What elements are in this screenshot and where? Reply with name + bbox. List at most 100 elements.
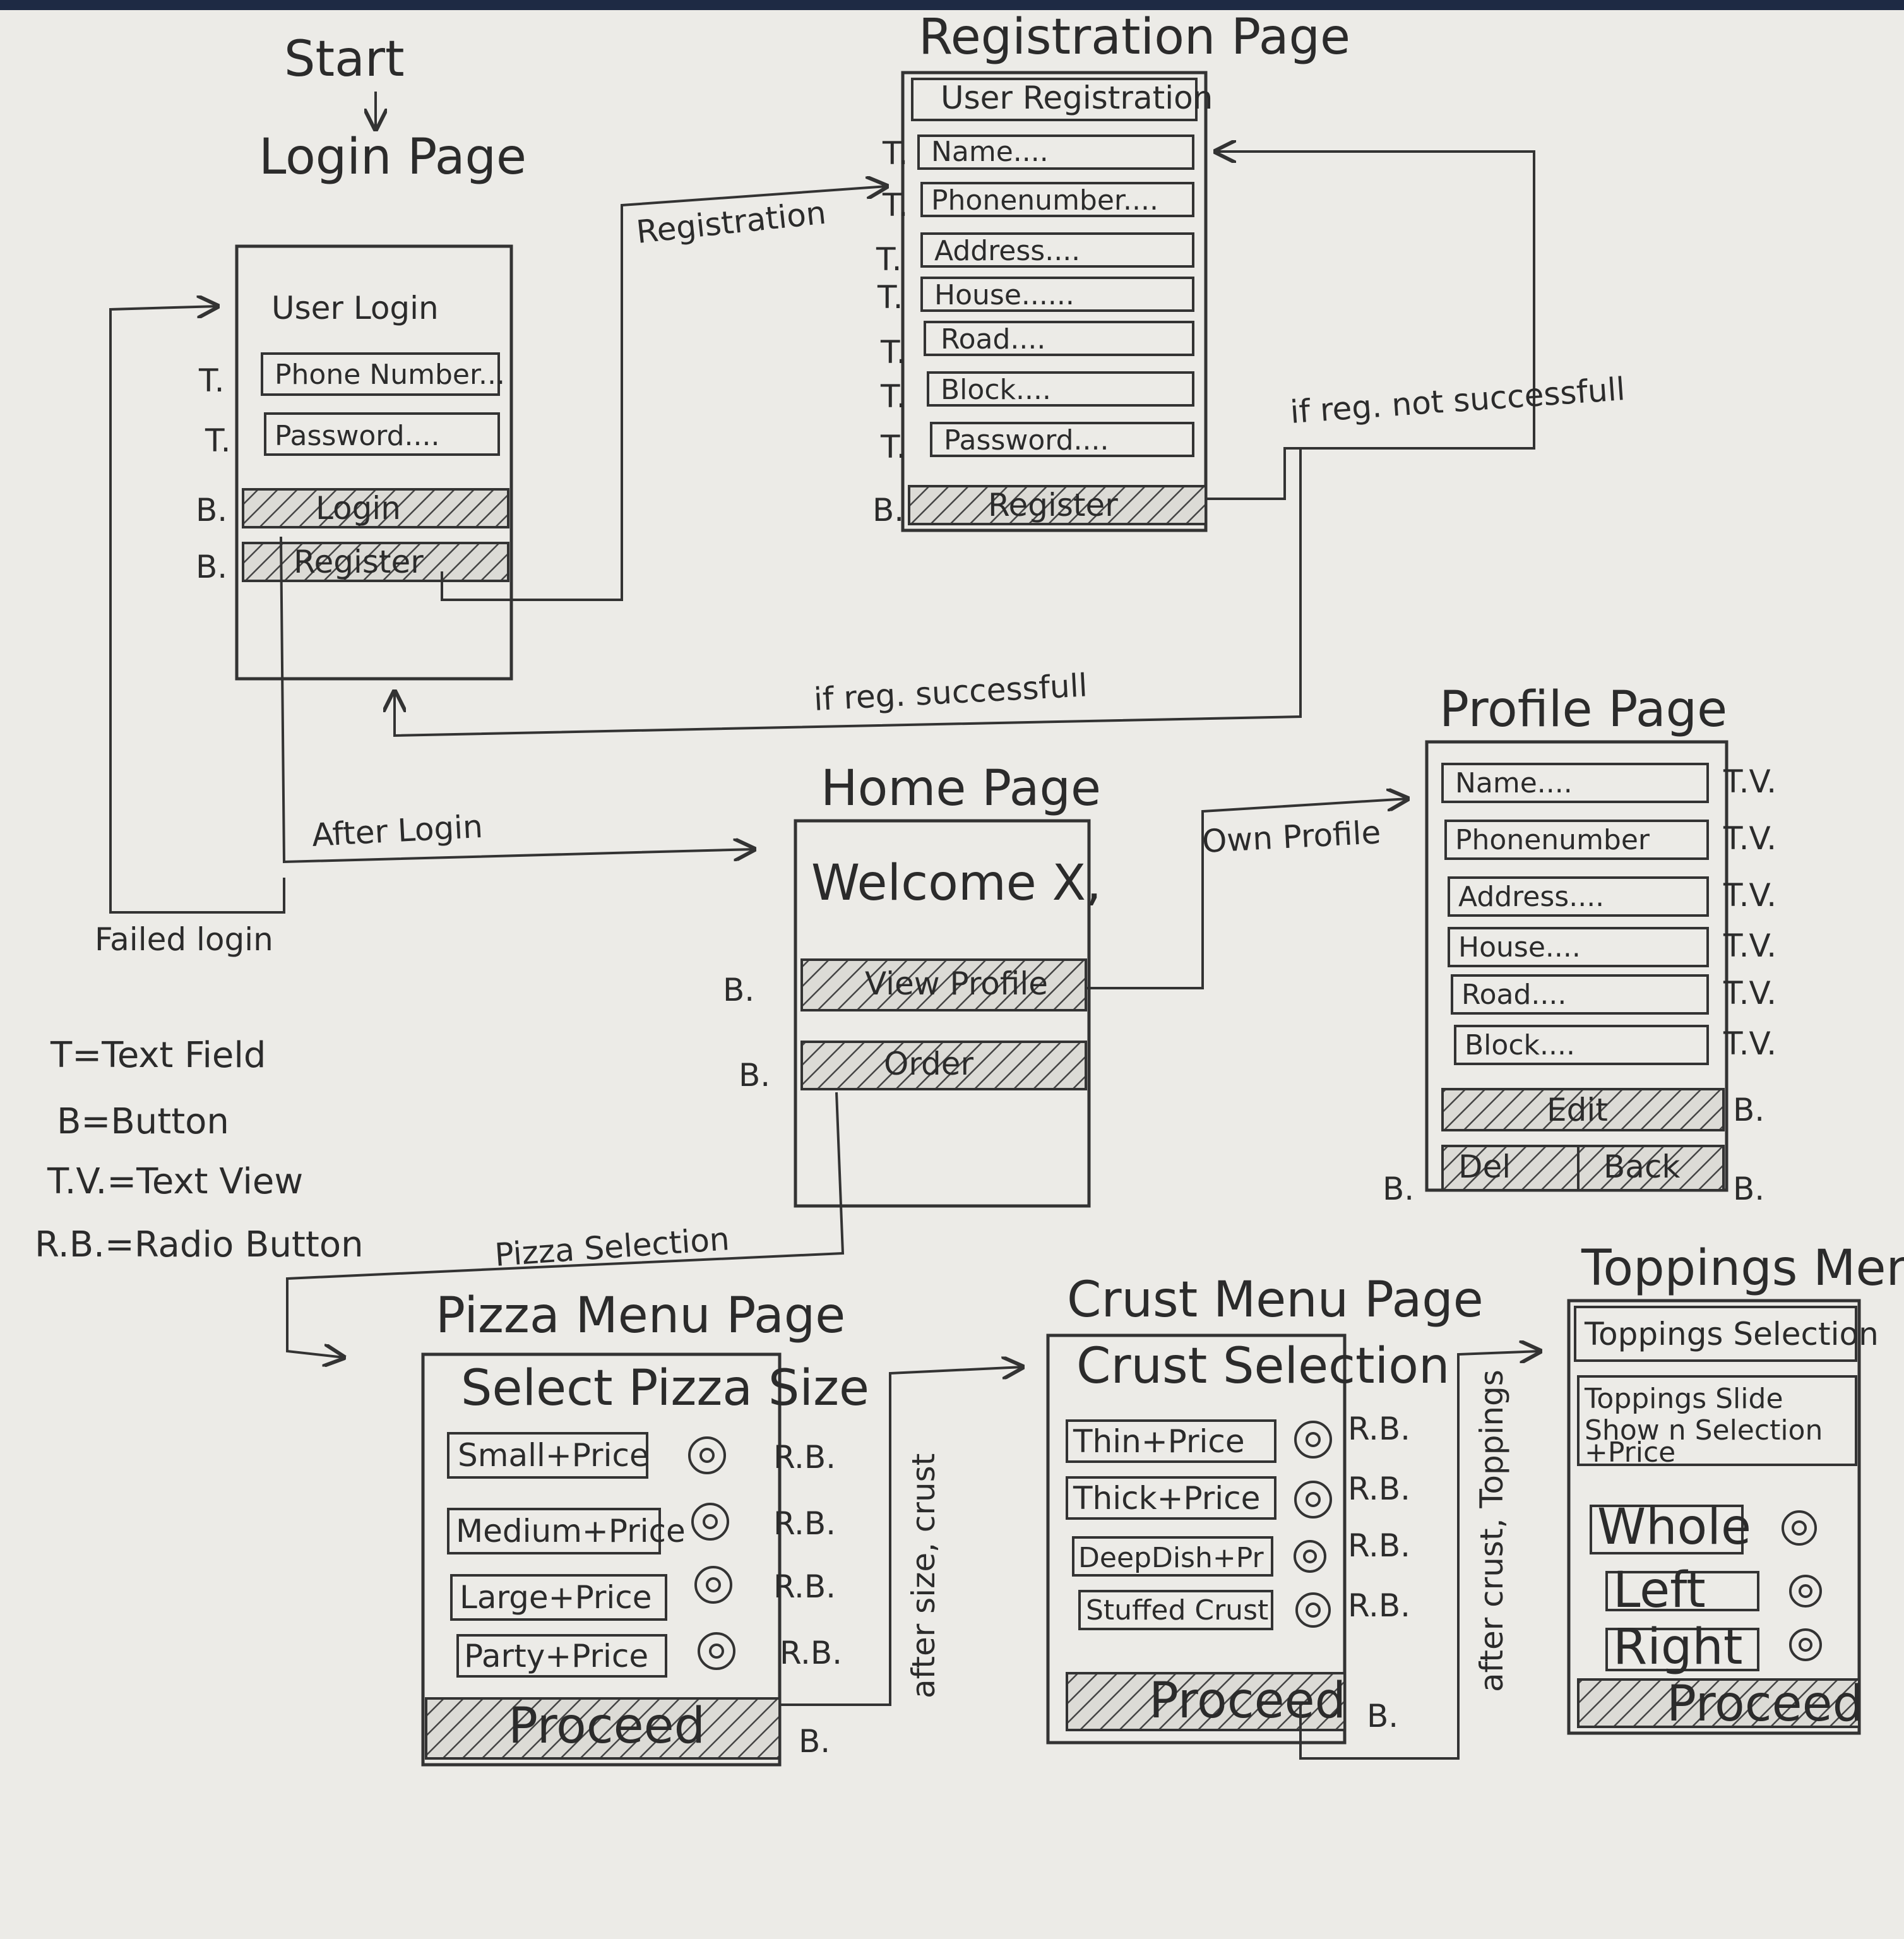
crust-header: Crust Selection — [1076, 1338, 1449, 1395]
after-size-crust-connector — [780, 1367, 1023, 1706]
crust-deepdish-radio[interactable] — [1294, 1540, 1326, 1573]
toppings-right-text: Right — [1613, 1619, 1742, 1676]
profile-page-frame: Name.... T.V. Phonenumber T.V. Address..… — [1383, 740, 1776, 1207]
toppings-left-radio[interactable] — [1789, 1575, 1822, 1608]
reg-name-field[interactable] — [917, 134, 1194, 170]
after-crust-toppings-connector — [1299, 1351, 1540, 1760]
reg-button-tag: B. — [872, 492, 904, 528]
toppings-header: Toppings Selection — [1584, 1316, 1879, 1352]
failed-login-connector — [109, 306, 285, 914]
profile-house-tag: T.V. — [1723, 928, 1776, 964]
profile-edit-button[interactable] — [1441, 1088, 1725, 1131]
legend-button: B=Button — [57, 1101, 229, 1142]
toppings-page-frame: Toppings Selection Toppings Slide Show n… — [1567, 1299, 1879, 1735]
start-label: Start — [284, 31, 405, 88]
pizza-medium-radio[interactable] — [691, 1503, 729, 1541]
profile-edit-label: Edit — [1547, 1092, 1608, 1128]
view-profile-button[interactable] — [800, 958, 1087, 1011]
reg-block-field[interactable] — [927, 371, 1194, 407]
password-field[interactable] — [264, 412, 500, 456]
pizza-proceed-tag: B. — [799, 1723, 830, 1760]
reg-house-field[interactable] — [920, 277, 1194, 312]
pizza-selection-connector — [286, 1092, 845, 1357]
profile-back-tag: B. — [1733, 1171, 1764, 1207]
reg-name-placeholder: Name.... — [931, 136, 1049, 168]
reg-road-field[interactable] — [924, 321, 1194, 356]
crust-stuffed-radio[interactable] — [1295, 1592, 1331, 1628]
order-button[interactable] — [800, 1041, 1087, 1090]
profile-del-button[interactable] — [1441, 1145, 1580, 1191]
register-button[interactable] — [242, 542, 509, 582]
profile-block-text: Block.... — [1465, 1029, 1575, 1061]
profile-back-button[interactable] — [1577, 1145, 1725, 1191]
profile-house-text: House.... — [1458, 931, 1581, 964]
home-page-title: Home Page — [821, 760, 1101, 817]
pizza-large-text: Large+Price — [460, 1579, 652, 1616]
order-tag: B. — [739, 1057, 770, 1094]
login-password-tag: T. — [205, 422, 231, 459]
toppings-proceed-button[interactable] — [1577, 1678, 1860, 1728]
toppings-left-text: Left — [1613, 1562, 1706, 1619]
toppings-whole-option — [1590, 1505, 1744, 1554]
crust-deepdish-option — [1072, 1536, 1273, 1577]
order-label: Order — [884, 1046, 974, 1082]
crust-stuffed-option — [1078, 1590, 1273, 1630]
pizza-large-radio-dot — [706, 1577, 721, 1592]
profile-name-text: Name.... — [1455, 767, 1573, 799]
registration-page-title: Registration Page — [919, 9, 1350, 66]
own-profile-connector — [1086, 799, 1408, 989]
login-header: User Login — [271, 290, 439, 326]
pizza-medium-tag: R.B. — [773, 1505, 836, 1542]
home-page-frame: Welcome X, B. View Profile B. Order — [723, 819, 1102, 1208]
crust-thick-text: Thick+Price — [1073, 1480, 1260, 1517]
after-size-crust-label: after size, crust — [905, 1453, 942, 1698]
crust-page-frame: Crust Selection Thin+Price R.B. Thick+Pr… — [1046, 1333, 1449, 1745]
crust-thin-text: Thin+Price — [1073, 1423, 1245, 1460]
crust-proceed-button[interactable] — [1066, 1672, 1346, 1731]
crust-page-title: Crust Menu Page — [1067, 1272, 1484, 1328]
profile-name-tag: T.V. — [1723, 763, 1776, 800]
password-placeholder: Password.... — [275, 420, 439, 452]
pizza-large-radio[interactable] — [694, 1566, 732, 1604]
phone-number-field[interactable] — [261, 352, 500, 396]
registration-connector — [441, 186, 887, 601]
login-page-frame: User Login T. Phone Number... T. Passwor… — [196, 244, 513, 681]
toppings-left-option — [1605, 1571, 1759, 1611]
reg-tag-2: T. — [882, 187, 908, 224]
reg-password-field[interactable] — [930, 422, 1194, 457]
crust-thin-radio[interactable] — [1294, 1421, 1332, 1459]
pizza-party-tag: R.B. — [780, 1635, 842, 1671]
crust-thin-tag: R.B. — [1348, 1411, 1410, 1447]
legend: T=Text Field B=Button T.V.=Text View R.B… — [35, 1035, 364, 1265]
toppings-whole-radio[interactable] — [1782, 1510, 1817, 1546]
crust-stuffed-tag: R.B. — [1348, 1587, 1410, 1624]
login-button[interactable] — [242, 488, 509, 528]
login-button-tag: B. — [196, 492, 227, 528]
reg-phone-field[interactable] — [920, 182, 1194, 217]
pizza-small-text: Small+Price — [458, 1437, 649, 1474]
toppings-slide-line-1: Toppings Slide — [1584, 1383, 1783, 1415]
pizza-small-option — [447, 1432, 648, 1479]
toppings-whole-radio-dot — [1792, 1520, 1807, 1536]
reg-tag-5: T. — [880, 334, 907, 371]
toppings-right-radio[interactable] — [1789, 1628, 1822, 1661]
after-crust-toppings-label: after crust, Toppings — [1473, 1369, 1510, 1692]
reg-address-field[interactable] — [920, 232, 1194, 268]
reg-tag-3: T. — [876, 241, 902, 278]
login-button-label: Login — [316, 490, 401, 527]
pizza-party-radio-dot — [709, 1644, 724, 1659]
crust-thick-radio[interactable] — [1294, 1481, 1332, 1518]
pizza-proceed-button[interactable] — [425, 1697, 781, 1760]
pizza-small-radio[interactable] — [688, 1436, 726, 1474]
pizza-medium-option — [447, 1508, 661, 1554]
toppings-right-radio-dot — [1799, 1638, 1812, 1652]
pizza-party-radio[interactable] — [698, 1632, 735, 1670]
profile-address-view — [1448, 876, 1709, 917]
reg-register-button[interactable] — [908, 485, 1207, 525]
view-profile-label: View Profile — [865, 965, 1048, 1002]
reg-address-placeholder: Address.... — [934, 235, 1080, 267]
reg-tag-4: T. — [877, 279, 903, 316]
profile-del-tag: B. — [1383, 1171, 1414, 1207]
profile-road-view — [1451, 974, 1709, 1015]
profile-edit-tag: B. — [1733, 1092, 1764, 1128]
